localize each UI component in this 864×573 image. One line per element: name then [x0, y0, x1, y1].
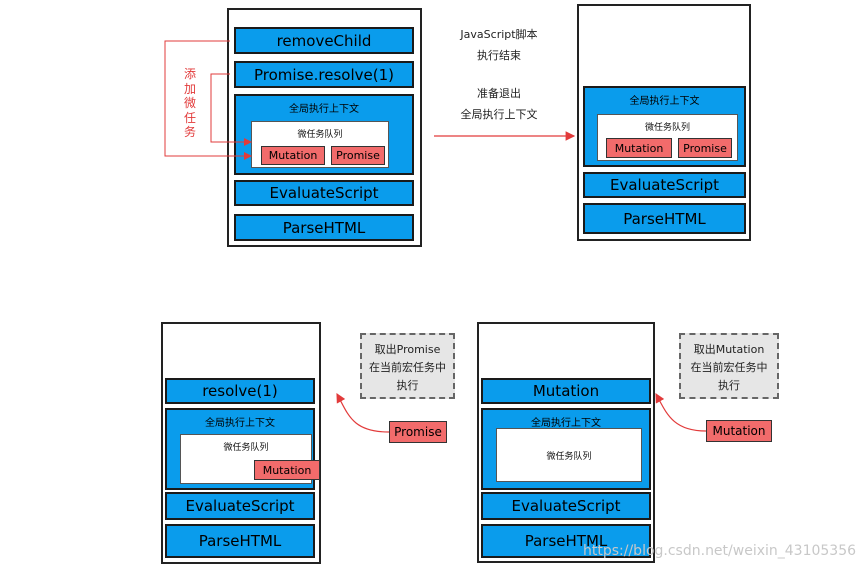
context-title: 全局执行上下文: [289, 104, 359, 115]
context-title: 全局执行上下文: [205, 418, 275, 429]
queue-title: 微任务队列: [297, 130, 343, 140]
queue-title: 微任务队列: [546, 452, 592, 462]
frame-parse-html: ParseHTML: [481, 524, 651, 558]
note-take-mutation: 取出Mutation 在当前宏任务中 执行: [679, 333, 779, 399]
add-microtask-label: 添加微任务: [183, 67, 196, 139]
task-mutation: Mutation: [254, 460, 320, 480]
microtask-queue: 微任务队列: [496, 428, 642, 482]
frame-mutation: Mutation: [481, 378, 651, 404]
frame-evaluate-script: EvaluateScript: [234, 180, 414, 206]
task-mutation: Mutation: [606, 138, 672, 158]
frame-parse-html: ParseHTML: [165, 524, 315, 558]
taken-mutation-task: Mutation: [706, 420, 772, 442]
note-line-2: 在当前宏任务中: [369, 361, 446, 374]
frame-resolve: resolve(1): [165, 378, 315, 404]
taken-promise-task: Promise: [389, 421, 447, 443]
arrow-mutation-to-frame: [655, 392, 707, 432]
note-line-1: 取出Promise: [374, 343, 441, 356]
frame-promise-resolve: Promise.resolve(1): [234, 61, 414, 88]
transition-line-3: 准备退出: [477, 87, 521, 100]
task-promise: Promise: [678, 138, 732, 158]
queue-title: 微任务队列: [223, 443, 269, 453]
frame-parse-html: ParseHTML: [583, 203, 746, 234]
context-title: 全局执行上下文: [629, 96, 700, 107]
frame-parse-html: ParseHTML: [234, 214, 414, 241]
note-line-1: 取出Mutation: [693, 343, 765, 356]
transition-line-1: JavaScript脚本: [460, 28, 538, 41]
note-line-3: 执行: [396, 379, 419, 392]
task-mutation: Mutation: [261, 146, 325, 165]
context-title: 全局执行上下文: [531, 418, 601, 429]
arrow-promise-to-resolve: [336, 392, 390, 433]
queue-title: 微任务队列: [644, 123, 690, 133]
note-line-2: 在当前宏任务中: [690, 361, 768, 374]
note-line-3: 执行: [718, 379, 740, 392]
frame-evaluate-script: EvaluateScript: [481, 492, 651, 520]
arrow-remove-child-to-mutation: [164, 40, 252, 160]
task-promise: Promise: [331, 146, 385, 165]
note-take-promise: 取出Promise 在当前宏任务中 执行: [360, 333, 455, 399]
frame-evaluate-script: EvaluateScript: [165, 492, 315, 520]
arrow-resolve-to-promise: [210, 73, 252, 146]
transition-line-2: 执行结束: [477, 49, 521, 62]
frame-evaluate-script: EvaluateScript: [583, 172, 746, 198]
watermark: https://blog.csdn.net/weixin_43105356: [583, 543, 857, 559]
transition-line-4: 全局执行上下文: [460, 108, 538, 121]
frame-remove-child: removeChild: [234, 27, 414, 54]
